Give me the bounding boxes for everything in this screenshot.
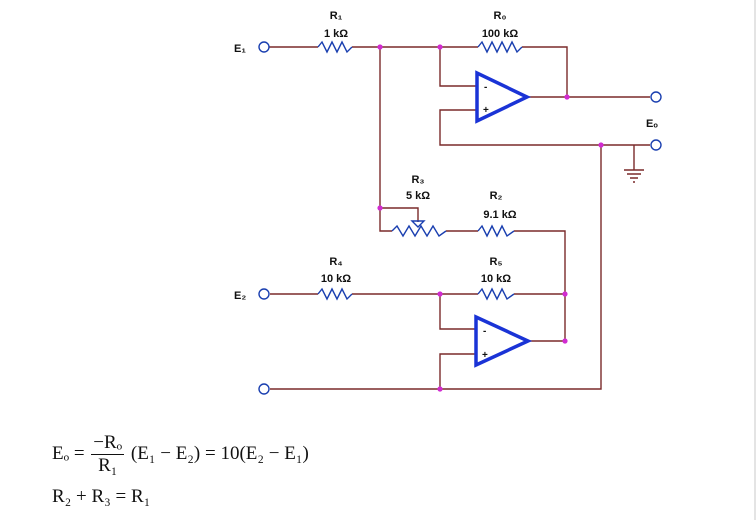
- terminal-e2: [258, 288, 270, 300]
- label-r5-name: R₅: [490, 256, 503, 268]
- opamp-top-plus-label: +: [483, 105, 489, 116]
- label-r2-value: 9.1 kΩ: [483, 209, 516, 221]
- resistor-r2: [477, 224, 515, 238]
- equation-output: Eₒ = −Rₒ R₁ (E₁ − E₂) = 10(E₂ − E₁): [52, 432, 309, 477]
- label-r3-name: R₃: [411, 174, 424, 186]
- potentiometer-wiper-icon: [410, 220, 426, 228]
- resistor-r0: [477, 40, 523, 54]
- label-e2: E₂: [234, 290, 246, 302]
- wires: [269, 46, 650, 390]
- resistor-r5: [477, 287, 515, 301]
- resistor-r3: [391, 224, 447, 238]
- opamp-top: [475, 70, 532, 124]
- label-r5-value: 10 kΩ: [481, 273, 511, 285]
- terminal-e1: [258, 41, 270, 53]
- resistor-r4: [317, 287, 353, 301]
- equation-rhs: (E₁ − E₂) = 10(E₂ − E₁): [130, 442, 309, 464]
- opamp-bottom: [474, 314, 533, 368]
- equation-denominator: R₁: [98, 455, 118, 476]
- equation-lhs: Eₒ =: [52, 442, 90, 464]
- label-eo: Eₒ: [646, 118, 658, 130]
- terminal-output: [650, 91, 662, 103]
- label-r0-value: 100 kΩ: [482, 28, 519, 40]
- junction-dots: [377, 44, 604, 392]
- right-edge-divider: [754, 0, 756, 520]
- equation-numerator: −Rₒ: [91, 432, 125, 455]
- equation-resistor-relation: R₂ + R₃ = R₁: [52, 486, 151, 507]
- terminal-bottom: [258, 383, 270, 395]
- ground-icon: [624, 169, 644, 183]
- terminal-output-ground: [650, 139, 662, 151]
- label-r2-name: R₂: [490, 190, 503, 202]
- opamp-bottom-minus-label: -: [483, 326, 486, 337]
- label-r0-name: R₀: [494, 10, 507, 22]
- opamp-top-minus-label: -: [484, 82, 487, 93]
- label-r3-value: 5 kΩ: [406, 190, 430, 202]
- label-r1-value: 1 kΩ: [324, 28, 348, 40]
- label-r4-name: R₄: [329, 256, 342, 268]
- label-e1: E₁: [234, 43, 246, 55]
- label-r1-name: R₁: [330, 10, 343, 22]
- resistor-r1: [317, 40, 353, 54]
- label-r4-value: 10 kΩ: [321, 273, 351, 285]
- equation-fraction: −Rₒ R₁: [91, 432, 125, 477]
- opamp-bottom-plus-label: +: [482, 350, 488, 361]
